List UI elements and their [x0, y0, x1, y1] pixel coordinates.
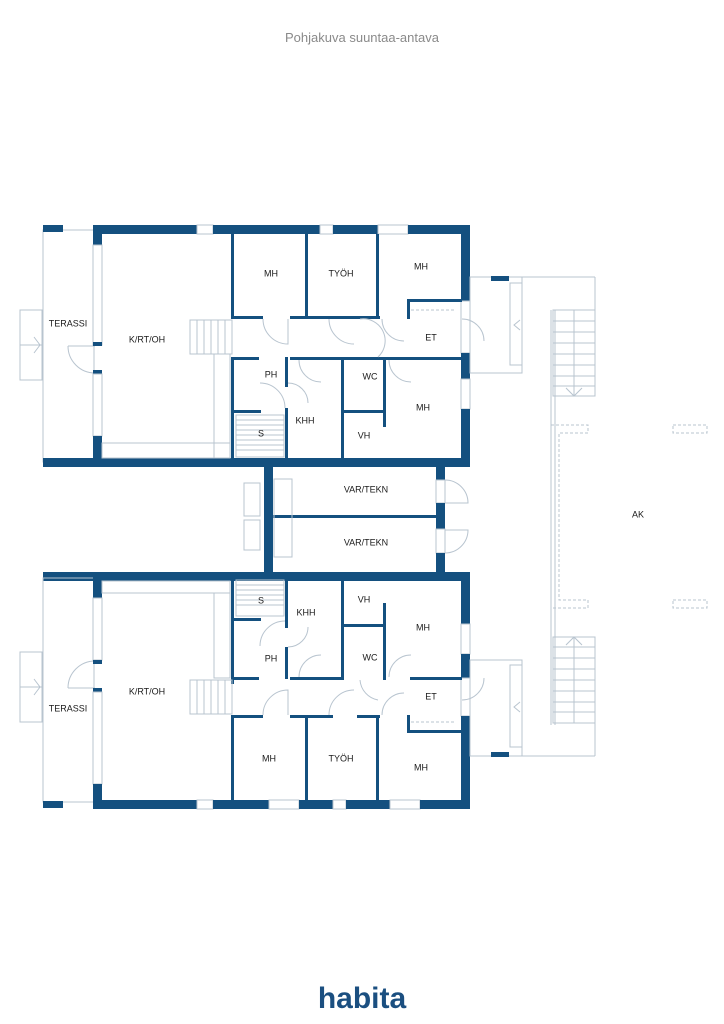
room-label-ph-upper: PH — [265, 369, 278, 379]
room-label-ph-lower: PH — [265, 653, 278, 663]
sauna-bench — [235, 579, 285, 617]
room-label-mh2-lower: MH — [414, 762, 428, 772]
room-label-tyoh-upper: TYÖH — [328, 268, 353, 278]
room-label-mh3-lower: MH — [416, 622, 430, 632]
room-label-wc-lower: WC — [363, 652, 378, 662]
room-label-kitchen-upper: K/RT/OH — [129, 334, 165, 344]
outdoor-stairs-bottom — [552, 636, 596, 724]
room-label-vh-lower: VH — [358, 594, 371, 604]
upper-unit — [19, 224, 523, 467]
room-label-tyoh-lower: TYÖH — [328, 753, 353, 763]
room-label-kitchen-lower: K/RT/OH — [129, 686, 165, 696]
yard-area — [522, 276, 708, 757]
room-label-mh2-upper: MH — [414, 261, 428, 271]
room-label-mh3-upper: MH — [416, 402, 430, 412]
outdoor-stairs-top — [552, 309, 596, 397]
room-label-terassi-lower: TERASSI — [49, 703, 88, 713]
room-label-mh1-upper: MH — [264, 268, 278, 278]
room-label-wc-upper: WC — [363, 371, 378, 381]
room-label-s-upper: S — [258, 428, 264, 438]
room-label-s-lower: S — [258, 595, 264, 605]
room-label-var-tekn-2: VAR/TEKN — [344, 537, 388, 547]
room-label-khh-upper: KHH — [295, 415, 314, 425]
habita-logo: habita — [317, 982, 407, 1015]
lower-unit — [19, 572, 523, 810]
page-title: Pohjakuva suuntaa-antava — [285, 30, 439, 45]
room-label-et-upper: ET — [425, 332, 437, 342]
stairs — [189, 319, 233, 355]
room-label-ak: AK — [632, 509, 644, 519]
room-label-vh-upper: VH — [358, 430, 371, 440]
room-label-var-tekn-1: VAR/TEKN — [344, 484, 388, 494]
sauna-bench — [235, 414, 285, 458]
stairs — [189, 679, 233, 715]
room-label-khh-lower: KHH — [296, 607, 315, 617]
storage-block — [243, 466, 469, 577]
room-label-terassi-upper: TERASSI — [49, 318, 88, 328]
room-label-et-lower: ET — [425, 691, 437, 701]
room-label-mh1-lower: MH — [262, 753, 276, 763]
